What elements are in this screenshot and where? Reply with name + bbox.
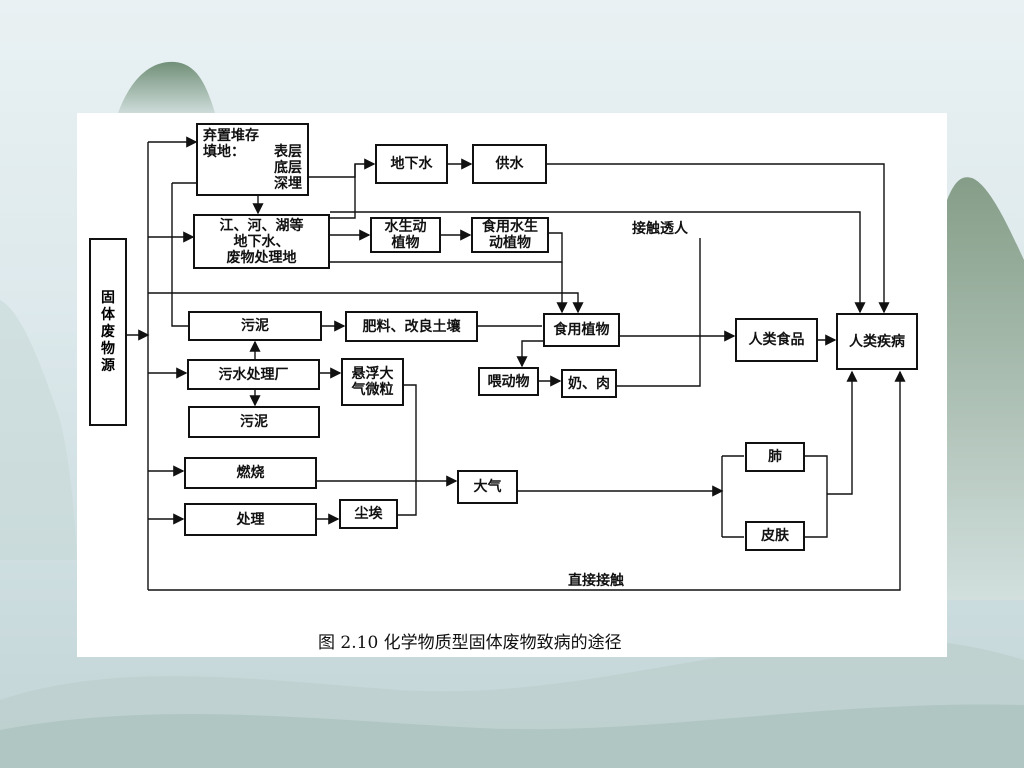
- treatment-box: 处理: [184, 503, 317, 536]
- solid-waste-source-box: 固 体 废 物 源: [89, 238, 127, 426]
- landfill-subtitle: 填地：: [203, 144, 245, 160]
- fed-animals-box: 喂动物: [478, 367, 539, 396]
- groundwater-box: 地下水: [375, 144, 448, 184]
- suspended-particles-box: 悬浮大 气微粒: [341, 358, 404, 406]
- landfill-box: 弃置堆存 填地： 表层 底层 深埋: [196, 123, 309, 196]
- human-food-box: 人类食品: [735, 318, 818, 362]
- sludge-top-box: 污泥: [188, 311, 322, 341]
- edible-plants-box: 食用植物: [543, 313, 620, 347]
- burning-box: 燃烧: [184, 457, 317, 489]
- human-disease-box: 人类疾病: [836, 313, 918, 370]
- sewage-plant-box: 污水处理厂: [187, 359, 320, 390]
- contact-infiltration-label: 接触透人: [632, 221, 688, 237]
- sludge-mid-box: 污泥: [188, 406, 320, 438]
- landfill-title: 弃置堆存: [203, 128, 259, 144]
- aquatic-life-box: 水生动 植物: [370, 217, 441, 253]
- water-supply-box: 供水: [472, 144, 547, 184]
- edible-aquatic-box: 食用水生 动植物: [471, 217, 549, 253]
- dust-box: 尘埃: [339, 499, 398, 529]
- direct-contact-label: 直接接触: [568, 573, 624, 589]
- skin-box: 皮肤: [745, 521, 805, 551]
- lung-box: 肺: [745, 442, 805, 472]
- milk-meat-box: 奶、肉: [561, 369, 617, 398]
- fertilizer-box: 肥料、改良土壤: [345, 311, 478, 342]
- atmosphere-box: 大气: [457, 470, 518, 504]
- landfill-layers: 表层 底层 深埋: [274, 144, 302, 192]
- figure-caption: 图 2.10 化学物质型固体废物致病的途径: [318, 633, 622, 653]
- water-bodies-box: 江、河、湖等 地下水、 废物处理地: [193, 214, 330, 269]
